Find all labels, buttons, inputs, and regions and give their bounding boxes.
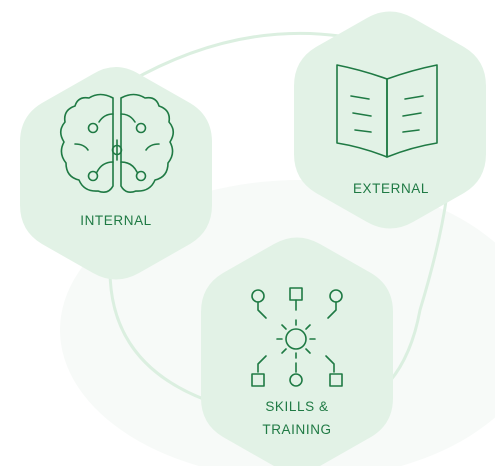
- label-skills-line1: SKILLS &: [265, 399, 328, 414]
- node-skills-training: SKILLS & TRAINING: [201, 237, 393, 466]
- hexagon-skills-training: [201, 237, 393, 466]
- label-external: EXTERNAL: [353, 181, 429, 196]
- open-book-icon: [336, 64, 438, 158]
- brain-circuit-icon: [59, 93, 175, 193]
- label-internal: INTERNAL: [80, 213, 152, 228]
- node-external: EXTERNAL: [294, 11, 486, 229]
- label-skills-line2: TRAINING: [262, 422, 331, 437]
- hexagon-internal: [20, 67, 212, 280]
- node-internal: INTERNAL: [20, 67, 212, 280]
- network-hub-icon: [251, 287, 343, 387]
